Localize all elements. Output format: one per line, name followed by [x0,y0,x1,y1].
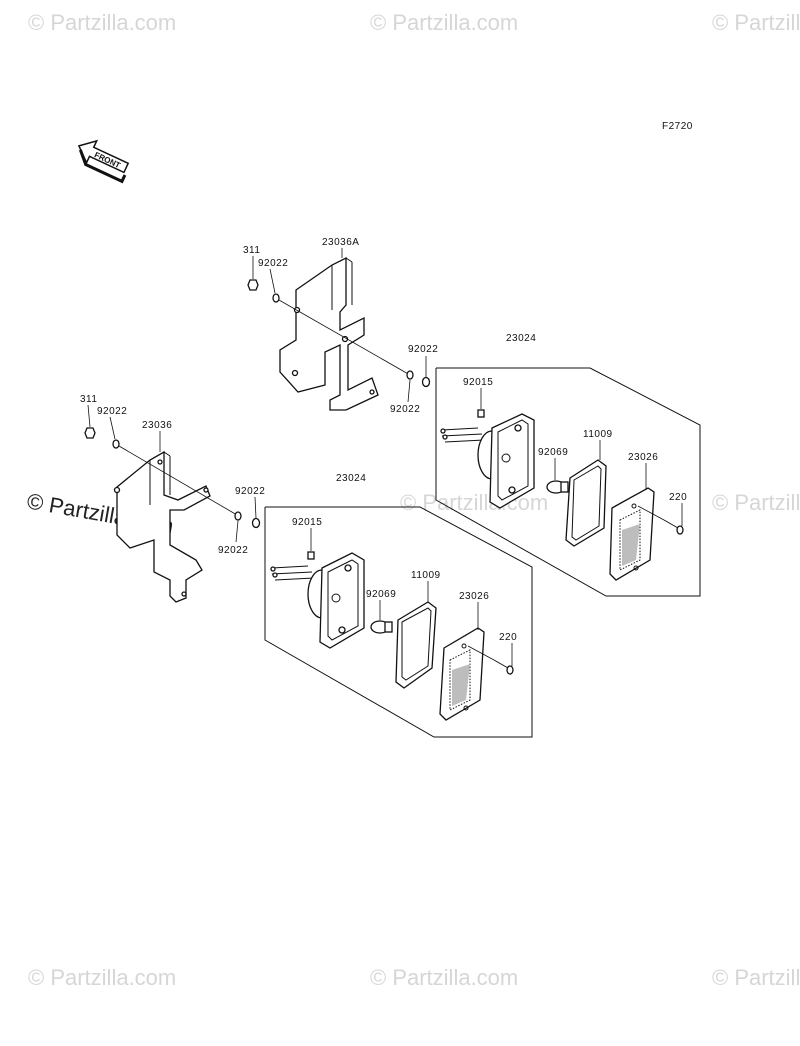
label-92022-lower-b: 92022 [235,486,265,497]
clip-92015-upper [477,409,485,418]
upper-assembly-group: 311 92022 23036A 92022 92022 23024 92015… [243,237,701,597]
watermark-top-center: © Partzilla.com [370,10,518,35]
watermark-middle: © Partzilla.com [400,490,548,515]
label-11009-upper: 11009 [583,429,613,440]
screw-220-upper [637,505,684,535]
gasket-11009-lower [395,601,437,689]
lamp-housing-lower [270,552,365,649]
nut-311-upper [247,279,259,291]
label-220-upper: 220 [669,492,687,503]
label-23036: 23036 [142,420,172,431]
label-92022-upper-a: 92022 [258,258,288,269]
label-23026-lower: 23026 [459,591,489,602]
washer-92022-lower-a [112,439,120,449]
label-92015-upper: 92015 [463,377,493,388]
label-11009-lower: 11009 [411,570,441,581]
washer-92022-upper-b [406,370,414,380]
bulb-92069-lower [370,620,393,634]
label-23026-upper: 23026 [628,452,658,463]
label-92015-lower: 92015 [292,517,322,528]
label-92022-upper-c: 92022 [390,404,420,415]
lens-23026-upper [609,487,655,581]
label-92069-lower: 92069 [366,589,396,600]
washer-92022-lower-b [234,511,242,521]
label-311-lower: 311 [80,394,97,405]
label-92069-upper: 92069 [538,447,568,458]
washer-92022-lower-c [251,517,261,529]
watermark-bottom-right: © Partzilla.com [712,965,800,990]
watermark-top-right: © Partzilla.com [712,10,800,35]
bracket-23036 [113,450,211,603]
washer-92022-upper-c [421,376,431,388]
label-23036a: 23036A [322,237,359,248]
lower-assembly-group: 311 92022 23036 92022 92022 23024 92015 … [80,394,533,738]
lamp-housing-upper [440,413,535,509]
lens-23026-lower [439,627,485,721]
nut-311-lower [84,427,96,439]
figure-code: F2720 [662,121,693,132]
front-arrow-icon: FRONT [77,139,130,184]
assembly-frame-23024-lower [264,506,533,738]
clip-92015-lower [307,551,315,560]
watermark-top-left: © Partzilla.com [28,10,176,35]
label-311-upper: 311 [243,245,260,256]
gasket-11009-upper [565,459,607,547]
label-23024-lower: 23024 [336,473,366,484]
screw-220-lower [467,645,514,675]
label-92022-lower-a: 92022 [97,406,127,417]
watermark-middle-right: © Partzilla.com [712,490,800,515]
bulb-92069-upper [546,480,569,494]
label-92022-upper-b: 92022 [408,344,438,355]
watermark-bottom-center: © Partzilla.com [370,965,518,990]
label-23024-upper: 23024 [506,333,536,344]
washer-92022-upper-a [272,293,280,303]
assembly-frame-23024-upper [435,367,701,597]
bracket-23036a [279,256,379,411]
label-220-lower: 220 [499,632,517,643]
watermark-bottom-left: © Partzilla.com [28,965,176,990]
label-92022-lower-c: 92022 [218,545,248,556]
